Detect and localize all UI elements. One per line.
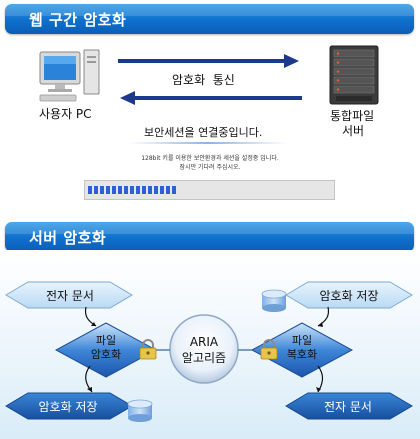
server-encryption-diagram: 전자 문서 파일 암호화 암호화 저장 ARIA 알고리즘 암호화 저장 파일 … [5,281,413,422]
right-bottom-label: 전자 문서 [324,400,372,414]
left-mid-label-2: 암호화 [91,348,121,361]
progress-segment [88,186,92,194]
info-line-1: 128bit 키를 이용한 보안환경과 세션을 설정중 입니다. [141,155,279,162]
progress-segment [136,186,140,194]
progress-segment [118,186,122,194]
status-text: 보안세션을 연결중입니다. [144,126,263,139]
progress-segment [124,186,128,194]
progress-segment [130,186,134,194]
progress-segment [148,186,152,194]
center-label-2: 알고리즘 [182,351,226,365]
server-label-line-1: 통합파일 [330,109,375,123]
aria-circle [169,314,239,384]
padlock-icon [139,339,157,360]
desktop-pc-icon [39,49,100,102]
arrow-to-client [120,91,302,105]
section-title: 서버 암호화 [29,229,107,247]
connection-progress-bar [84,180,335,200]
progress-segment [172,186,176,194]
header-sheen [5,4,414,16]
left-top-label: 전자 문서 [46,289,94,303]
section-header-server-encryption: 서버 암호화 [5,222,414,252]
server-rack-icon [329,45,379,105]
progress-segment [112,186,116,194]
right-top-pentagon [285,281,413,309]
progress-segment [106,186,110,194]
section-title: 웹 구간 암호화 [29,11,127,29]
client-label: 사용자 PC [39,107,92,121]
left-bottom-label: 암호화 저장 [38,400,97,414]
left-top-pentagon [5,281,133,309]
left-diamond [54,322,158,378]
database-cylinder-icon [261,289,287,312]
database-cylinder-icon [127,399,153,422]
status-underline [128,142,288,144]
header-sheen [5,222,414,234]
arrow-to-server [118,54,299,68]
progress-segment [166,186,170,194]
progress-segment [100,186,104,194]
progress-segment [160,186,164,194]
right-mid-label-1: 파일 [292,333,312,347]
section-header-web-encryption: 웹 구간 암호화 [5,4,414,34]
left-mid-label-1: 파일 [96,333,116,347]
right-arrow-top [317,306,330,327]
right-mid-label-2: 복호화 [287,348,317,361]
center-label-1: ARIA [190,335,219,349]
arrow-label: 암호화 통신 [172,73,235,87]
padlock-icon [260,339,278,360]
right-top-label: 암호화 저장 [319,289,378,303]
progress-segment [154,186,158,194]
info-line-2: 잠시만 기다려 주십시오. [179,164,241,171]
progress-segment [94,186,98,194]
right-bottom-pentagon [285,392,413,420]
progress-segment [142,186,146,194]
server-label-line-2: 서버 [342,124,365,138]
